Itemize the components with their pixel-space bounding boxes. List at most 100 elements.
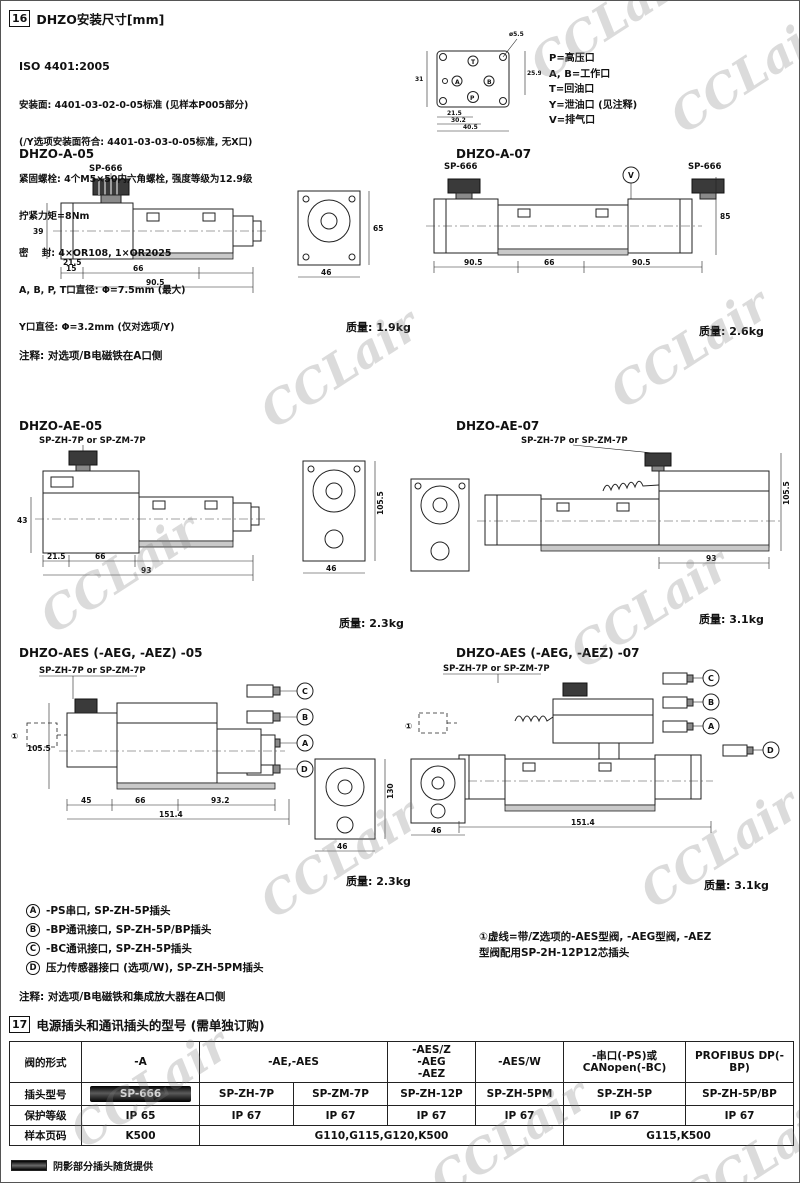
table-row-valve-form: 阀的形式 -A -AE,-AES -AES/Z -AEG -AEZ -AES/W… xyxy=(9,1040,794,1084)
legend-text: -BP通讯接口, SP-ZH-5P/BP插头 xyxy=(46,924,212,936)
cell-plug-spzh5pm: SP-ZH-5PM xyxy=(475,1082,564,1107)
dim-w2: 30.2 xyxy=(451,117,466,124)
svg-text:93.2: 93.2 xyxy=(211,796,230,805)
solenoid-connector xyxy=(68,450,98,472)
svg-text:105.5: 105.5 xyxy=(27,744,51,753)
legend-text: -BC通讯接口, SP-ZH-5P插头 xyxy=(46,943,192,955)
cell-plug-sp666: SP-666 xyxy=(81,1082,200,1107)
section-number-badge: 16 xyxy=(9,10,31,27)
dimension-lines: 90.5 66 90.5 85 xyxy=(433,177,730,273)
svg-text:43: 43 xyxy=(17,516,27,525)
spec-line: 密 封: 4×OR108, 1×OR2025 xyxy=(19,247,172,259)
spec-line: 拧紧力矩=8Nm xyxy=(19,210,90,222)
cell-form-aesz: -AES/Z -AEG -AEZ xyxy=(387,1040,476,1084)
legend-item-a: A -PS串口, SP-ZH-5P插头 xyxy=(26,903,263,918)
dim-w3: 40.5 xyxy=(463,124,478,131)
svg-text:93: 93 xyxy=(141,566,151,575)
connector-label: SP-666 xyxy=(89,164,123,174)
dimension-lines: 39 21.5 15 66 90.5 xyxy=(33,203,254,293)
badge-a: A xyxy=(302,739,309,748)
end-view: 46 105.5 xyxy=(302,460,385,574)
dimension-lines: 93 105.5 xyxy=(658,453,791,569)
dimension-lines: 43 21.5 66 93 xyxy=(17,497,254,581)
spec-line: 紧固螺栓: 4个M5×50内六角螺栓, 强度等级为12.9级 xyxy=(19,173,253,185)
end-view xyxy=(410,478,470,572)
connector-legend: A -PS串口, SP-ZH-5P插头 B -BP通讯接口, SP-ZH-5P/… xyxy=(26,903,263,979)
svg-text:46: 46 xyxy=(326,564,336,573)
svg-text:15: 15 xyxy=(66,264,76,273)
spec-line: 安装面: 4401-03-02-0-05标准 (见样本P005部分) xyxy=(19,99,249,111)
legend-text: 压力传感器接口 (选项/W), SP-ZH-5PM插头 xyxy=(46,962,264,974)
option-z-note-line1: ①虚线=带/Z选项的-AES型阀, -AEG型阀, -AEZ xyxy=(479,931,712,943)
cell-ip-5: IP 67 xyxy=(563,1105,686,1127)
svg-text:46: 46 xyxy=(321,268,331,277)
svg-text:65: 65 xyxy=(373,224,383,233)
drawing-dhzo-aes-07: SP-ZH-7P or SP-ZM-7P ① C B A xyxy=(405,664,780,836)
drawing-title-aes07: DHZO-AES (-AEG, -AEZ) -07 xyxy=(456,646,640,660)
port-letter-p: P xyxy=(470,95,475,102)
mass-label-a05: 质量: 1.9kg xyxy=(346,321,411,334)
svg-text:93: 93 xyxy=(706,554,716,563)
drawing-title-a07: DHZO-A-07 xyxy=(456,147,532,161)
table-row-protection: 保护等级 IP 65 IP 67 IP 67 IP 67 IP 67 IP 67… xyxy=(9,1105,794,1127)
iso-standard: ISO 4401:2005 xyxy=(19,59,110,73)
cell-plug-spzh12p: SP-ZH-12P xyxy=(387,1082,476,1107)
cell-plug-spzh5p: SP-ZH-5P xyxy=(563,1082,686,1107)
cell-ip-6: IP 67 xyxy=(685,1105,794,1127)
connector-label: SP-ZH-7P or SP-ZM-7P xyxy=(39,666,146,676)
mounting-spec-block: ISO 4401:2005 安装面: 4401-03-02-0-05标准 (见样… xyxy=(19,35,419,359)
drawing-title-ae05: DHZO-AE-05 xyxy=(19,419,103,433)
valve-side-view xyxy=(451,682,713,812)
option-z-marker: ① xyxy=(405,712,457,734)
cell-ip-4: IP 67 xyxy=(475,1105,564,1127)
svg-text:V: V xyxy=(628,171,634,180)
mounting-pattern xyxy=(436,50,510,108)
drawing-dhzo-aes-05: SP-ZH-7P or SP-ZM-7P ① C B A xyxy=(11,666,395,852)
port-legend-line: Y=泄油口 (见注释) xyxy=(549,99,638,111)
valve-side-view xyxy=(35,470,265,554)
dimension-lines xyxy=(426,38,526,132)
cell-form-a: -A xyxy=(81,1040,200,1084)
svg-text:66: 66 xyxy=(133,264,143,273)
solenoid-connector xyxy=(447,178,725,200)
cell-page-k500: K500 xyxy=(81,1125,200,1147)
mass-label-aes05: 质量: 2.3kg xyxy=(346,875,411,888)
connector-label: SP-ZH-7P or SP-ZM-7P xyxy=(521,436,628,446)
cell-page-g115: G115,K500 xyxy=(563,1125,794,1147)
row-label-ip: 保护等级 xyxy=(9,1105,82,1127)
section-number-badge: 17 xyxy=(9,1016,31,1033)
row-label-page: 样本页码 xyxy=(9,1125,82,1147)
option-z-note-line2: 型阀配用SP-2H-12P12芯插头 xyxy=(479,947,630,960)
badge-a: A xyxy=(708,722,715,731)
section-17-header: 17 电源插头和通讯插头的型号 (需单独订购) xyxy=(9,1015,265,1034)
spec-line: Y口直径: Φ=3.2mm (仅对选项/Y) xyxy=(19,321,175,333)
dimension-lines: 151.4 xyxy=(458,818,712,833)
dim-h1: 31 xyxy=(415,76,423,83)
spec-line: (/Y选项安装面符合: 4401-03-03-0-05标准, 无X口) xyxy=(19,136,253,148)
connector-label: SP-666 xyxy=(444,162,478,172)
svg-text:90.5: 90.5 xyxy=(632,258,651,267)
connector-label: SP-ZH-7P or SP-ZM-7P xyxy=(443,664,550,674)
legend-item-b: B -BP通讯接口, SP-ZH-5P/BP插头 xyxy=(26,922,263,937)
table-row-plug-type: 插头型号 SP-666 SP-ZH-7P SP-ZM-7P SP-ZH-12P … xyxy=(9,1082,794,1107)
port-letter-a: A xyxy=(455,79,460,86)
valve-side-view xyxy=(59,698,285,790)
cell-ip-1: IP 67 xyxy=(199,1105,294,1127)
port-letter-b: B xyxy=(487,79,492,86)
drawing-dhzo-ae-07: SP-ZH-7P or SP-ZM-7P xyxy=(410,436,791,572)
port-letter-t: T xyxy=(471,59,476,66)
valve-side-view xyxy=(426,198,702,256)
drawing-title-ae07: DHZO-AE-07 xyxy=(456,419,540,433)
connector-label: SP-ZH-7P or SP-ZM-7P xyxy=(39,436,146,446)
mass-label-ae05: 质量: 2.3kg xyxy=(339,617,404,630)
svg-text:105.5: 105.5 xyxy=(376,491,385,515)
badge-c: C xyxy=(26,941,40,956)
cell-ip-3: IP 67 xyxy=(387,1105,476,1127)
note-bottom: 注释: 对选项/B电磁铁和集成放大器在A口侧 xyxy=(19,991,226,1003)
section-title: DHZO安装尺寸[mm] xyxy=(36,12,165,27)
watermark: CCLair xyxy=(660,2,800,144)
shaded-swatch xyxy=(11,1160,47,1171)
svg-text:46: 46 xyxy=(431,826,441,835)
cell-plug-spzm7p: SP-ZM-7P xyxy=(293,1082,388,1107)
